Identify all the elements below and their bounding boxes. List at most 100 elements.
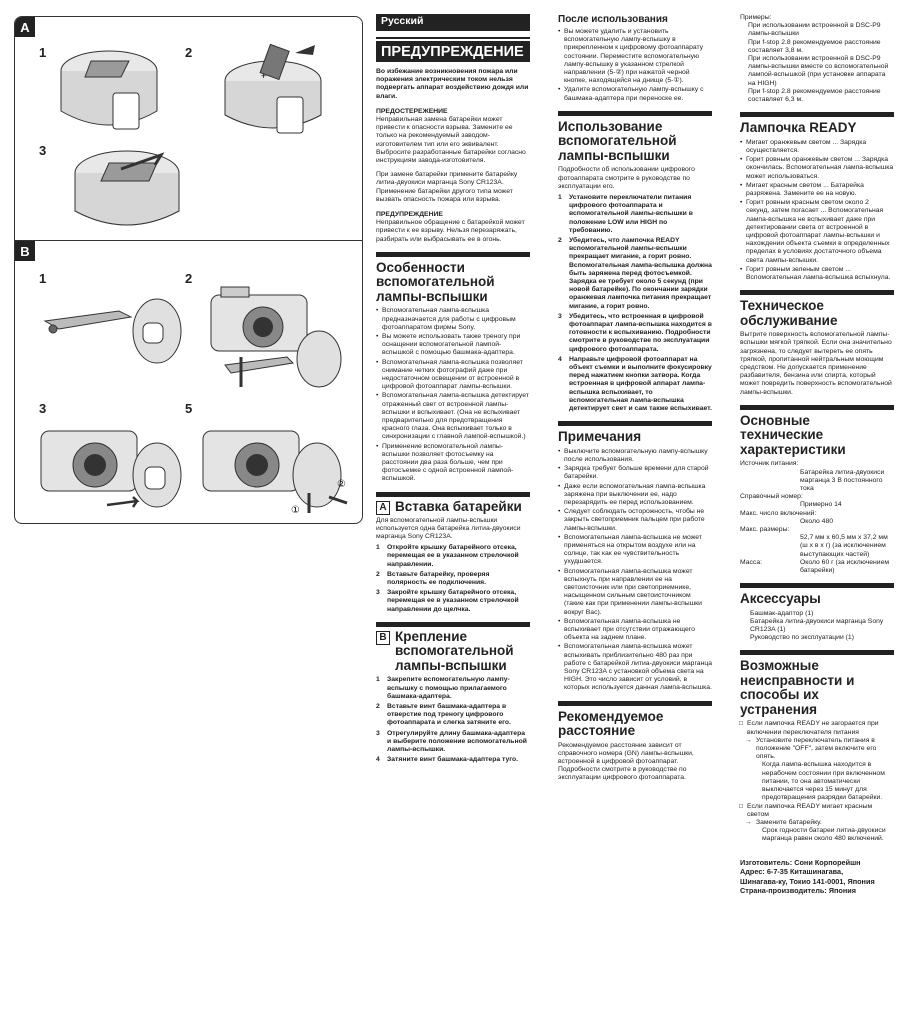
features-title: Особенности вспомогательной лампы-вспышк… [376, 251, 530, 305]
figure-a-step-1: 1 [39, 45, 47, 60]
figure-b-step-2: 2 [185, 271, 193, 286]
section-a-badge: A [376, 500, 390, 515]
list-item: Следует соблюдать осторожность, чтобы не… [558, 508, 712, 533]
figure-a-badge: A [15, 17, 35, 37]
list-item: Вспомогательная лампа-вспышка позволяет … [376, 359, 530, 392]
spec-row: Примерно 14 [800, 501, 842, 509]
figure-a-step-2: 2 [185, 45, 193, 60]
list-item: Если лампочка READY мигает красным свето… [739, 803, 894, 819]
warning-text: Во избежание возникновения пожара или по… [376, 68, 529, 100]
spec-row: Масса:Около 60 г (за исключением батарей… [740, 558, 890, 574]
manufacturer-line: Шинагава-ку, Токио 141-0001, Япония [740, 876, 875, 886]
spec-row: 52,7 мм x 60,5 мм x 37,2 мм (ш x в x г) … [800, 534, 888, 558]
troubleshooting-fix-2: Замените батарейку. [740, 819, 894, 827]
language-label: Русский [376, 14, 530, 31]
illustration-panel: A 1 2 3 + B 1 2 3 5 [14, 16, 363, 524]
list-item: Вспомогательная лампа-вспышка может вспы… [558, 643, 712, 692]
caution-text: Неправильная замена батарейки может прив… [376, 116, 526, 165]
list-item: Применение вспомогательной лампы-вспышки… [376, 443, 530, 484]
list-item: Мигает оранжевым светом ... Зарядка осущ… [740, 139, 894, 155]
spec-row: Справочный номер: [740, 493, 803, 501]
troubleshooting-fix-1: Установите переключатель питания в полож… [740, 737, 894, 762]
section-a-header: A Вставка батарейки [376, 491, 530, 515]
spec-row: Источник питания: [740, 460, 799, 468]
section-b-title: Крепление вспомогательной лампы-вспышки [395, 628, 514, 673]
troubleshooting-list-2: Если лампочка READY мигает красным свето… [739, 803, 894, 819]
list-item: Батарейка литиа-двуокиси марганца Sony C… [750, 617, 884, 634]
recommended-distance-title: Рекомендуемое расстояние [558, 700, 712, 739]
callout-1: ① [291, 505, 300, 516]
manufacturer-line: Изготовитель: Сони Корпорейшн [740, 857, 861, 867]
specs-table: Источник питания: Батарейка литиа-двуоки… [740, 460, 894, 575]
list-item: Вспомогательная лампа-вспышка может вспы… [558, 568, 712, 617]
list-item: Горит ровным зеленым светом ... Вспомога… [740, 266, 894, 282]
notes-title: Примечания [558, 421, 712, 445]
note-title: ПРЕДУПРЕЖДЕНИЕ [376, 211, 443, 219]
specs-title: Основные технические характеристики [740, 404, 894, 458]
svg-text:+: + [261, 71, 266, 81]
figure-b-step-1: 1 [39, 271, 47, 286]
flash-unit-closed-illustration [60, 50, 158, 130]
examples-list: При использовании встроенной в DSC-P9 ла… [740, 22, 894, 104]
manufacturer-line: Страна-производитель: Япония [740, 886, 857, 896]
list-item: Удалите вспомогательную лампу-вспышку с … [558, 86, 712, 102]
list-item: Вы можете использовать также треногу при… [376, 333, 530, 358]
list-item: Даже если вспомогательная лампа-вспышка … [558, 483, 712, 508]
shoe-adaptor-illustration [43, 298, 182, 364]
maintenance-text: Вытрите поверхность вспомогательной ламп… [740, 331, 892, 396]
list-item: Если лампочка READY не загорается при вк… [739, 720, 894, 736]
ready-lamp-list: Мигает оранжевым светом ... Зарядка осущ… [740, 139, 894, 282]
maintenance-title: Техническое обслуживание [740, 290, 894, 328]
list-item: При использовании встроенной в DSC-P9 ла… [748, 55, 889, 87]
troubleshooting-note-2: Срок годности батареи литиа-двуокиси мар… [762, 827, 886, 843]
spec-row: Макс. размеры: [740, 525, 790, 533]
list-item: Башмак-адаптор (1) [750, 609, 814, 617]
manufacturer-line: Адрес: 6-7-35 Киташинагава, [740, 867, 844, 877]
column-1: Русский ПРЕДУПРЕЖДЕНИЕ Во избежание возн… [376, 14, 530, 766]
figure-divider [15, 240, 362, 241]
ready-lamp-title: Лампочка READY [740, 112, 894, 136]
figure-b-step-3: 3 [39, 401, 47, 416]
use-intro: Подробности об использовании цифрового ф… [558, 166, 695, 190]
list-item: Вы можете удалить и установить вспомогат… [558, 28, 712, 85]
camera-attached-flash-illustration [40, 430, 182, 508]
figure-b-step-5: 5 [185, 401, 193, 416]
after-use-list: Вы можете удалить и установить вспомогат… [558, 28, 712, 103]
list-item: Мигает красным светом ... Батарейка разр… [740, 182, 894, 198]
list-item: Горит ровным оранжевым светом ... Зарядк… [740, 156, 894, 181]
accessories-list: Башмак-адаптор (1) Батарейка литиа-двуок… [740, 610, 894, 643]
after-use-title: После использования [558, 14, 668, 25]
troubleshooting-list: Если лампочка READY не загорается при вк… [739, 720, 894, 736]
troubleshooting-note-1: Когда лампа-вспышка находится в нерабоче… [762, 761, 885, 802]
list-item: Вспомогательная лампа-вспышка не может п… [558, 534, 712, 567]
list-item: Руководство по эксплуатации (1) [750, 634, 854, 642]
section-a-title: Вставка батарейки [395, 498, 522, 514]
section-a-intro: Для вспомогательной лампы-вспышки исполь… [376, 516, 521, 541]
use-title: Использование вспомогательной лампы-вспы… [558, 110, 712, 164]
examples-label: Примеры: [740, 14, 772, 21]
list-item: Вспомогательная лампа-вспышка предназнач… [376, 307, 530, 332]
flash-unit-close-cover-illustration [74, 150, 180, 226]
callout-2: ② [337, 479, 346, 490]
flash-unit-battery-illustration: + [224, 43, 322, 134]
features-list: Вспомогательная лампа-вспышка предназнач… [376, 307, 530, 483]
section-b-header: B Крепление вспомогательной лампы-вспышк… [376, 621, 530, 674]
note-text: Неправильное обращение с батарейкой може… [376, 219, 525, 243]
remove-flash-illustration: ② ① [202, 430, 348, 516]
column-2: После использования Вы можете удалить и … [558, 14, 712, 783]
spec-row: Макс. число включений: [740, 509, 817, 517]
manufacturer-block: Изготовитель: Сони Корпорейшн Адрес: 6-7… [740, 858, 894, 896]
list-item: Вспомогательная лампа-вспышка не вспыхив… [558, 618, 712, 643]
spec-row: Около 480 [800, 517, 834, 525]
warning-title: ПРЕДУПРЕЖДЕНИЕ [376, 41, 530, 62]
